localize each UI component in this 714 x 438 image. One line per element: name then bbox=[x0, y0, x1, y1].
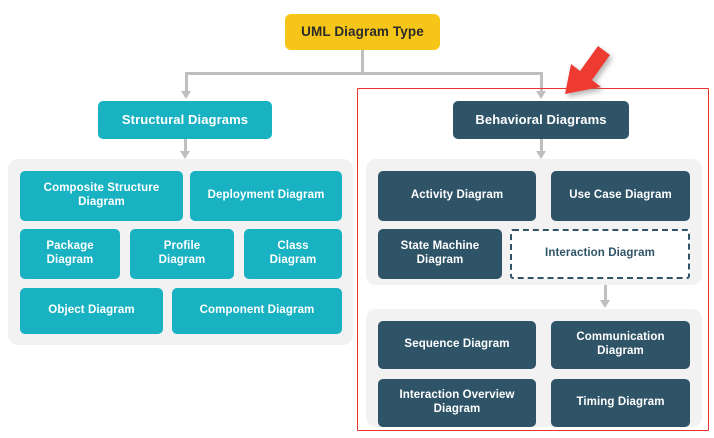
arrowhead-structural bbox=[181, 91, 191, 99]
node-component-diagram[interactable]: Component Diagram bbox=[172, 288, 342, 334]
connector-drop-structural bbox=[185, 72, 188, 93]
node-behavioral-diagrams[interactable]: Behavioral Diagrams bbox=[453, 101, 629, 139]
node-interaction-diagram[interactable]: Interaction Diagram bbox=[510, 229, 690, 279]
connector-behavioral-to-group bbox=[540, 139, 543, 153]
node-sequence-diagram[interactable]: Sequence Diagram bbox=[378, 321, 536, 369]
node-communication-diagram[interactable]: Communication Diagram bbox=[551, 321, 690, 369]
node-object-diagram[interactable]: Object Diagram bbox=[20, 288, 163, 334]
connector-structural-to-group bbox=[184, 139, 187, 153]
connector-drop-behavioral bbox=[540, 72, 543, 93]
node-deployment-diagram[interactable]: Deployment Diagram bbox=[190, 171, 342, 221]
node-activity-diagram[interactable]: Activity Diagram bbox=[378, 171, 536, 221]
behavioral-highlight-box bbox=[357, 88, 709, 431]
node-interaction-overview-diagram[interactable]: Interaction Overview Diagram bbox=[378, 379, 536, 427]
connector-root-stem bbox=[361, 50, 364, 72]
node-composite-structure-diagram[interactable]: Composite Structure Diagram bbox=[20, 171, 183, 221]
arrowhead-interaction-subgroup bbox=[600, 300, 610, 308]
node-timing-diagram[interactable]: Timing Diagram bbox=[551, 379, 690, 427]
arrowhead-behavioral-group bbox=[536, 151, 546, 159]
node-profile-diagram[interactable]: Profile Diagram bbox=[130, 229, 234, 279]
node-state-machine-diagram[interactable]: State Machine Diagram bbox=[378, 229, 502, 279]
node-structural-diagrams[interactable]: Structural Diagrams bbox=[98, 101, 272, 139]
connector-interaction-to-subgroup bbox=[604, 278, 607, 302]
node-use-case-diagram[interactable]: Use Case Diagram bbox=[551, 171, 690, 221]
node-class-diagram[interactable]: Class Diagram bbox=[244, 229, 342, 279]
arrowhead-structural-group bbox=[180, 151, 190, 159]
node-uml-diagram-type[interactable]: UML Diagram Type bbox=[285, 14, 440, 50]
node-package-diagram[interactable]: Package Diagram bbox=[20, 229, 120, 279]
connector-horizontal-bus bbox=[185, 72, 543, 75]
arrowhead-behavioral bbox=[536, 91, 546, 99]
